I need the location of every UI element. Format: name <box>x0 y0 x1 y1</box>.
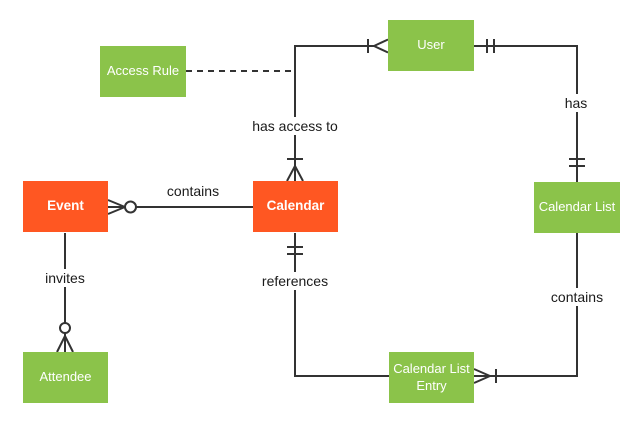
entity-event: Event <box>23 181 108 232</box>
entity-calendar-list-entry: Calendar List Entry <box>389 352 474 403</box>
many-crowsfoot-at-calendar-top <box>286 165 304 182</box>
zero-cardinality-circle-at-event <box>124 200 137 214</box>
entity-attendee: Attendee <box>23 352 108 403</box>
entity-calendar-list-label: Calendar List <box>538 199 616 215</box>
entity-user-label: User <box>417 37 445 53</box>
entity-event-label: Event <box>47 198 84 214</box>
zero-cardinality-circle-at-attendee <box>59 322 71 334</box>
entity-access-rule-label: Access Rule <box>106 63 180 79</box>
relationship-label-has-access-to: has access to <box>248 117 342 135</box>
edge-contains-event-calendar <box>107 199 253 215</box>
many-crowsfoot-at-entry-right <box>473 368 491 384</box>
exactly-one-ticks-below-calendar <box>287 246 303 255</box>
edge-contains-calendar-list-entry <box>473 233 578 384</box>
edge-has-access-to-calendar-user <box>286 38 389 182</box>
entity-calendar-list-entry-label: Calendar List Entry <box>393 361 470 393</box>
entity-calendar-list: Calendar List <box>534 182 620 233</box>
entity-user: User <box>388 20 474 71</box>
many-crowsfoot-at-user-left <box>373 38 389 54</box>
relationship-label-invites: invites <box>41 269 89 287</box>
edge-has-user-calendar-list <box>474 39 585 182</box>
entity-calendar-label: Calendar <box>266 198 325 214</box>
entity-attendee-label: Attendee <box>39 369 92 385</box>
exactly-one-ticks-right-of-user <box>486 39 495 53</box>
edge-invites-event-attendee <box>56 233 74 353</box>
entity-access-rule: Access Rule <box>100 46 186 97</box>
exactly-one-ticks-above-calendar-list <box>569 158 585 167</box>
many-crowsfoot-at-event <box>107 199 126 215</box>
relationship-label-contains-event-calendar: contains <box>162 182 224 200</box>
relationship-label-has: has <box>560 94 592 112</box>
many-crowsfoot-at-attendee-top <box>56 335 74 353</box>
relationship-label-contains-calendar-list: contains <box>546 288 608 306</box>
relationship-label-references: references <box>257 272 333 290</box>
entity-calendar: Calendar <box>253 181 338 232</box>
edge-references-calendar-entry <box>287 233 389 377</box>
